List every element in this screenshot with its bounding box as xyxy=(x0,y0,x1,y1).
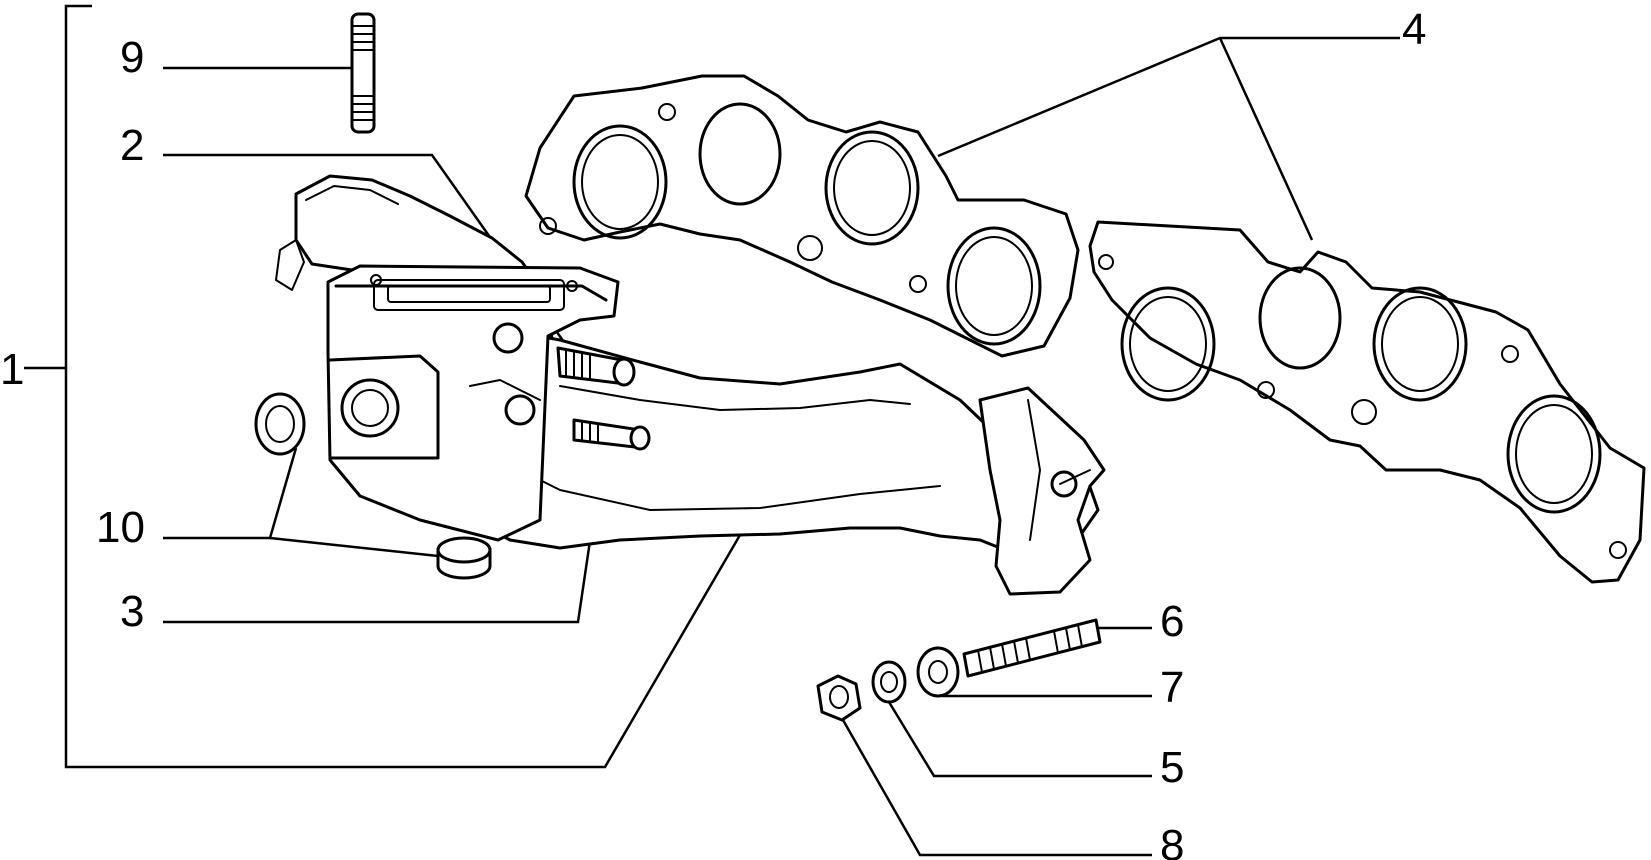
stud-3 xyxy=(572,418,651,451)
lock-washer-5 xyxy=(871,660,907,704)
exhaust-gasket-front xyxy=(524,74,1080,358)
callout-3: 3 xyxy=(120,587,144,636)
leader-10 xyxy=(163,447,298,540)
callout-2: 2 xyxy=(120,121,144,170)
nut-8 xyxy=(816,674,862,722)
callout-9: 9 xyxy=(120,33,144,82)
leader-4 xyxy=(937,36,1400,158)
washer-7 xyxy=(916,646,960,698)
callout-1: 1 xyxy=(0,345,24,394)
leader-4-branch xyxy=(1218,37,1314,241)
stud-9 xyxy=(350,12,376,134)
leader-5 xyxy=(887,701,1152,778)
exhaust-gasket-rear xyxy=(1088,220,1646,584)
leader-10-branch xyxy=(269,536,439,558)
callout-5: 5 xyxy=(1160,743,1184,792)
leader-1-bracket xyxy=(64,4,742,769)
seal-plug-10 xyxy=(436,536,492,580)
callout-4: 4 xyxy=(1402,5,1426,54)
callout-7: 7 xyxy=(1160,663,1184,712)
exhaust-manifold xyxy=(275,174,1106,596)
callout-10: 10 xyxy=(96,503,145,552)
seal-ring-10 xyxy=(254,392,306,456)
callout-8: 8 xyxy=(1160,821,1184,860)
callout-labels: 1 2 3 4 5 6 7 8 9 10 xyxy=(0,5,1426,860)
leader-8 xyxy=(841,719,1152,857)
stud-6 xyxy=(962,618,1102,678)
stud-2 xyxy=(556,346,636,387)
leader-lines xyxy=(24,4,1400,857)
callout-6: 6 xyxy=(1160,597,1184,646)
